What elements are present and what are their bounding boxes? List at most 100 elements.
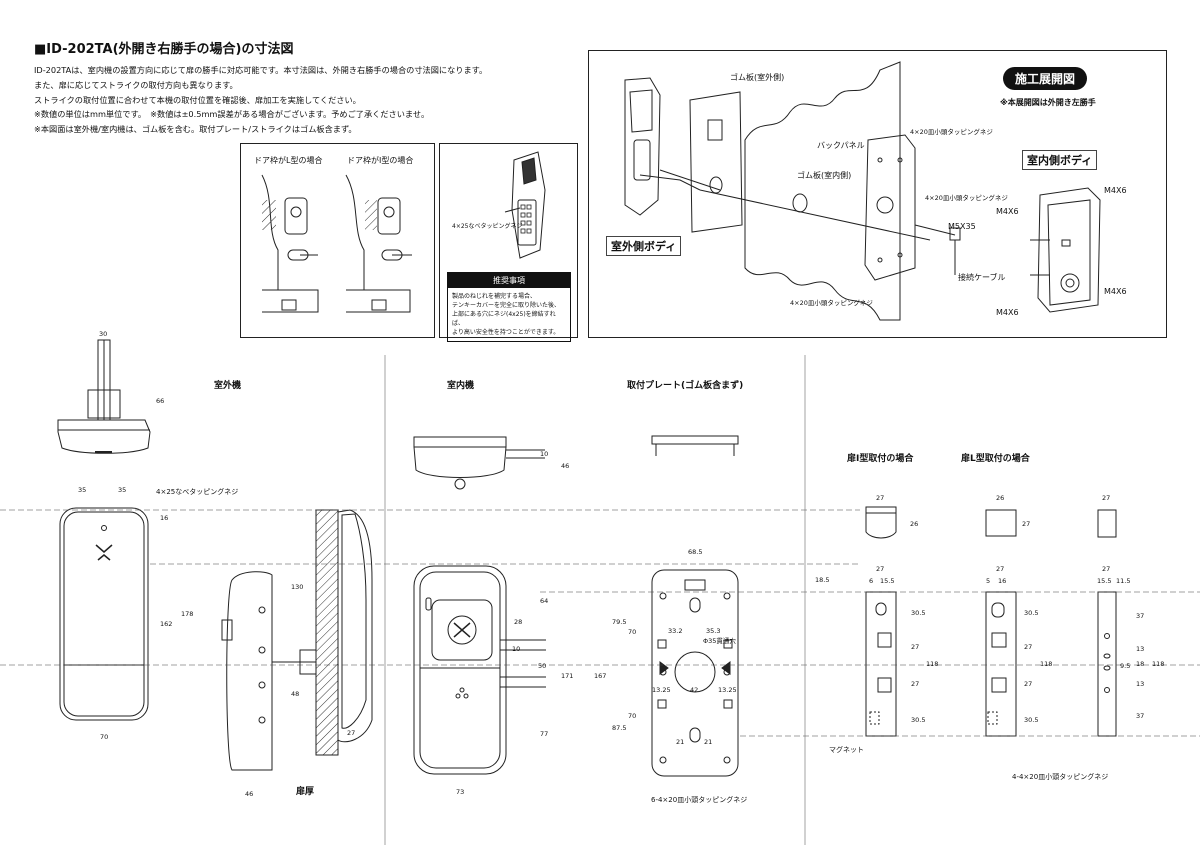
exploded-note: ※本展開図は外開き左勝手 (1000, 98, 1096, 107)
dim: 171 (561, 672, 574, 680)
dim: 46 (561, 462, 570, 470)
back-panel-exploded (864, 134, 961, 281)
dim: 118 (1152, 660, 1165, 668)
dim: 118 (1040, 660, 1053, 668)
dim: 18.5 (815, 576, 830, 584)
screw-recommend-label: 4×25なべタッピングネジ (452, 223, 523, 230)
note-line: ※本図面は室外機/室内機は、ゴム板を含む。取付プレート/ストライクはゴム板含まず… (34, 124, 357, 135)
dim: 73 (456, 788, 465, 796)
screw-bottom-label: 4×20皿小頭タッピングネジ (790, 299, 873, 307)
outdoor-top-view (57, 339, 151, 454)
dim: 13.25 (718, 686, 737, 694)
dim: 13.25 (652, 686, 671, 694)
indoor-body-exploded (1030, 187, 1101, 313)
dim: 50 (538, 662, 547, 670)
indoor-section-title: 室内機 (447, 381, 475, 391)
strike-front-l (985, 591, 1017, 737)
screw-top-label: 4×20皿小頭タッピングネジ (910, 128, 993, 136)
dim: 15.5 (1097, 577, 1112, 585)
dim: 130 (291, 583, 304, 591)
dim: 16 (160, 514, 169, 522)
dim: 79.5 (612, 618, 627, 626)
dim: 30.5 (911, 716, 926, 724)
strike-front-i (865, 591, 897, 737)
dim: 13 (1136, 645, 1145, 653)
dim: 30 (99, 330, 108, 338)
m5-label: M5X35 (948, 222, 976, 231)
dim: 68.5 (688, 548, 703, 556)
outdoor-body-label: 室外側ボディ (606, 236, 682, 256)
dim: 6 (869, 577, 874, 585)
outdoor-section-title: 室外機 (214, 381, 242, 391)
keypad-perspective (504, 151, 546, 259)
recommendation-line: より高い安全性を持つことができます。 (452, 329, 560, 336)
door-thickness-label: 扉厚 (296, 787, 315, 797)
dim: 21 (676, 738, 685, 746)
dim: 118 (926, 660, 939, 668)
dim: 42 (690, 686, 699, 694)
plate-top-view (651, 435, 739, 456)
screw-recommend-panel (439, 143, 578, 338)
indoor-front-view (413, 565, 546, 775)
dim: 27 (911, 680, 920, 688)
dim: 178 (181, 610, 194, 618)
hole-label: Φ35貫通穴 (703, 637, 736, 645)
side-view (221, 509, 373, 771)
frame-i-sketch (345, 174, 412, 313)
dim: 26 (996, 494, 1005, 502)
dim: 70 (628, 712, 637, 720)
dim: 30.5 (911, 609, 926, 617)
note-line: ID-202TAは、室内機の設置方向に応じて扉の勝手に対応可能です。本寸法図は、… (34, 65, 488, 75)
outdoor-front-view (59, 507, 149, 721)
dim: 87.5 (612, 724, 627, 732)
recommendation-title: 推奨事項 (448, 273, 570, 288)
dim: 27 (347, 729, 356, 737)
dim: 27 (911, 643, 920, 651)
dim: 48 (291, 690, 300, 698)
note-line: ストライクの取付位置に合わせて本機の取付位置を確認後、扉加工を実施してください。 (34, 94, 361, 105)
header: ■ID-202TA(外開き右勝手の場合)の寸法図 ID-202TAは、室内機の設… (34, 38, 487, 137)
dim: 11.5 (1116, 577, 1131, 585)
recommendation-line: 製品のねじれを補完する場合、 (452, 293, 537, 300)
indoor-body-label: 室内側ボディ (1022, 150, 1098, 170)
dim: 35 (118, 486, 127, 494)
outdoor-screw-label: 4×25なべタッピングネジ (156, 488, 239, 496)
dim: 21 (704, 738, 713, 746)
magnet-label: マグネット (829, 746, 864, 754)
dim: 162 (160, 620, 173, 628)
dim: 30.5 (1024, 609, 1039, 617)
dim: 5 (986, 577, 991, 585)
dim: 77 (540, 730, 549, 738)
screw-mid-label: 4×20皿小頭タッピングネジ (925, 194, 1008, 202)
plate-front-view (651, 569, 739, 777)
dim: 16 (998, 577, 1007, 585)
m4-label: M4X6 (1104, 186, 1127, 195)
dim: 10 (540, 450, 549, 458)
recommendation-line: 上部にある穴にネジ(4x25)を締結すれば、 (452, 311, 556, 327)
recommendation-box: 推奨事項 製品のねじれを補完する場合、 テンキーカバーを完全に取り除いた後、 上… (447, 272, 571, 342)
frame-l-sketch (261, 174, 319, 313)
dim: 27 (1024, 680, 1033, 688)
note-line: ※数値の単位はmm単位です。 ※数値は±0.5mm誤差がある場合がございます。予… (34, 109, 430, 120)
m4-label: M4X6 (996, 308, 1019, 317)
note-line: また、扉に応じてストライクの取付方向も異なります。 (34, 79, 238, 90)
dim: 70 (100, 733, 109, 741)
dim: 35 (78, 486, 87, 494)
rubber-outdoor-label: ゴム板(室外側) (730, 73, 785, 82)
dim: 167 (594, 672, 607, 680)
dim: 27 (1102, 565, 1111, 573)
dim: 70 (628, 628, 637, 636)
page-title: ■ID-202TA(外開き右勝手の場合)の寸法図 (34, 42, 294, 57)
dim: 37 (1136, 612, 1145, 620)
dim: 28 (514, 618, 523, 626)
rubber-indoor-label: ゴム板(室内側) (797, 171, 852, 180)
dim: 46 (245, 790, 254, 798)
dim: 66 (156, 397, 165, 405)
indoor-top-view (413, 436, 545, 490)
m4-label: M4X6 (996, 207, 1019, 216)
strike-blocks-top (865, 506, 1117, 539)
dim: 15.5 (880, 577, 895, 585)
frame-l-label: ドア枠がL型の場合 (254, 156, 323, 165)
plate-section-title: 取付プレート(ゴム板含まず) (627, 381, 744, 391)
strike-screws-label: 4-4×20皿小頭タッピングネジ (1012, 773, 1109, 781)
